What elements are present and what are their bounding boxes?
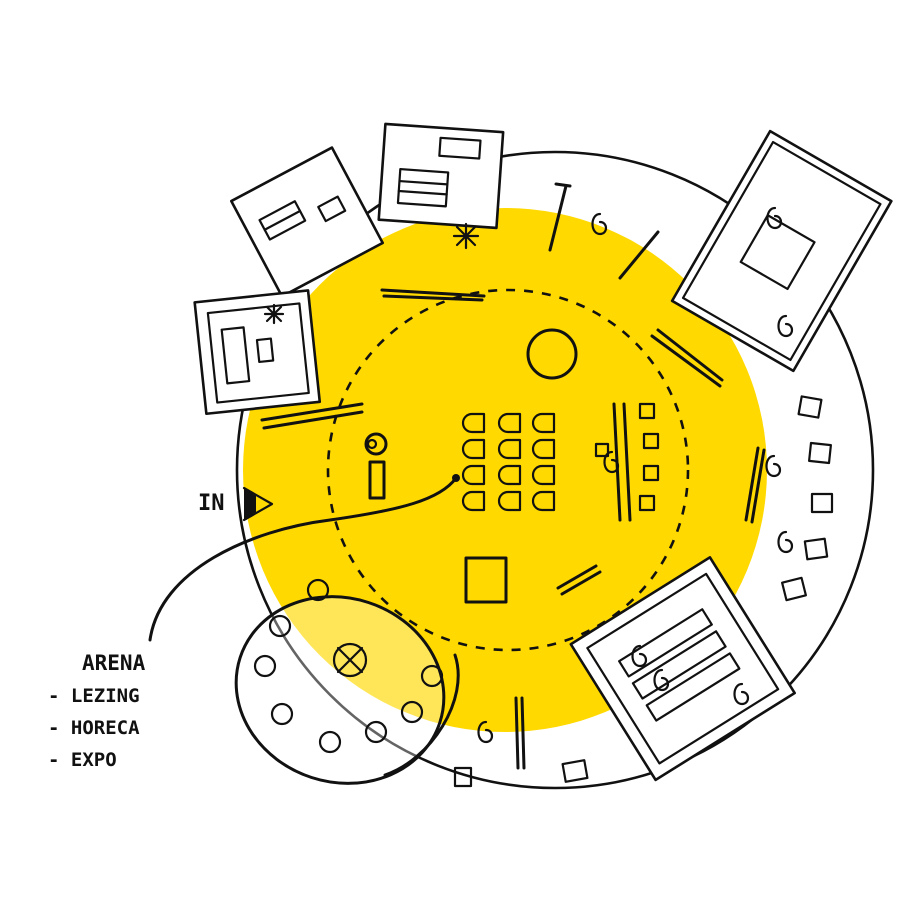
arena-lectern-square	[464, 556, 508, 604]
arena-leader-dot	[452, 474, 460, 482]
info-point-icon	[364, 432, 388, 500]
legend-item-lezing: - LEZING	[48, 685, 140, 707]
legend-title: ARENA	[82, 651, 146, 675]
pavilion-top-right	[670, 129, 893, 373]
horeca-lounge-area	[234, 595, 446, 785]
wall-segments	[260, 182, 766, 770]
lounge-inner-arc	[383, 653, 460, 777]
entrance-label: IN	[198, 491, 225, 516]
arena-leader-line	[148, 476, 458, 642]
pavilion-left	[193, 289, 322, 416]
lounge-tables	[253, 578, 444, 754]
ring-booths	[453, 395, 834, 788]
pavilion-top	[377, 122, 505, 230]
plant-icons	[263, 222, 480, 325]
entrance-arrow-icon	[242, 486, 274, 522]
arena-highlight-circle	[243, 208, 767, 732]
legend-item-horeca: - HORECA	[48, 717, 140, 739]
pavilion-bottom-right	[569, 556, 796, 782]
arena-dashed-boundary	[326, 288, 690, 652]
arena-stage-circle	[526, 328, 578, 380]
pavilion-top-left	[230, 146, 384, 298]
legend-item-expo: - EXPO	[48, 749, 117, 771]
audience-seating	[461, 402, 660, 512]
visitor-marks	[477, 206, 794, 744]
legend: ARENA - LEZING - HORECA - EXPO	[48, 651, 146, 771]
